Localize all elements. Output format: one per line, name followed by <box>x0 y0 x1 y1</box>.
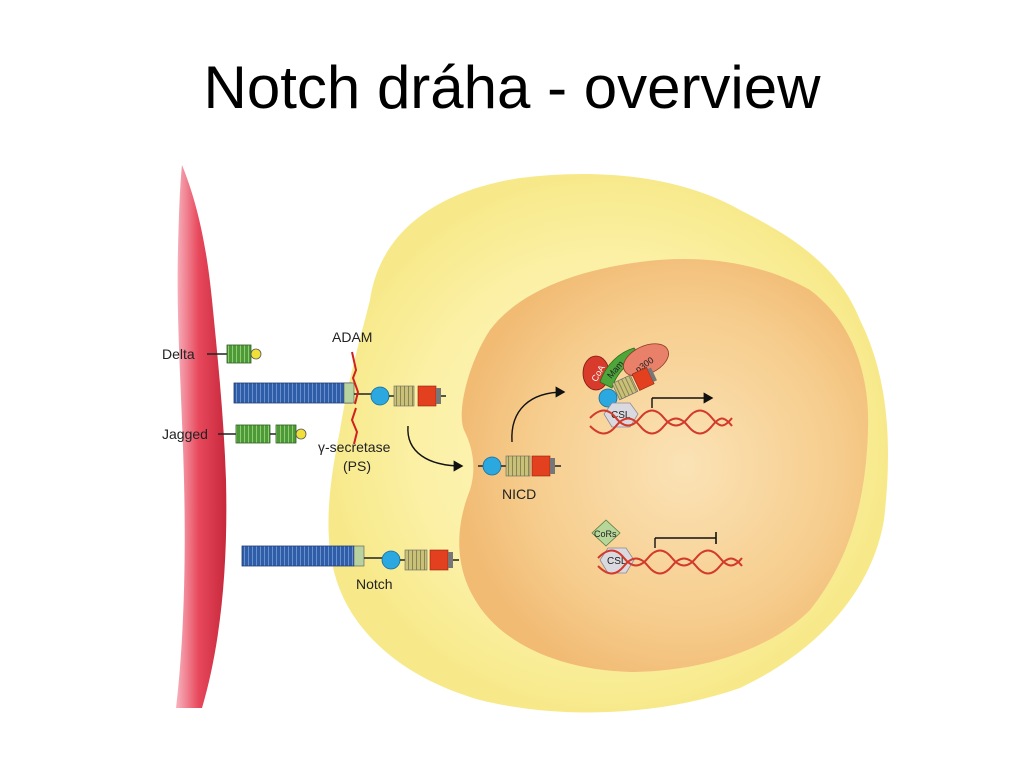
release-arrow <box>407 425 464 472</box>
notch-pest-bound <box>436 388 441 404</box>
adam-label: ADAM <box>332 329 372 345</box>
notch-ecd-bound <box>233 382 353 404</box>
gamma-secretase-cleavage-mark <box>350 407 359 445</box>
dna-repressed <box>597 549 743 575</box>
ram-in-complex <box>598 388 618 408</box>
delta-label: Delta <box>162 346 195 362</box>
jagged-dsl-domain <box>295 428 307 440</box>
nicd-tad <box>531 455 551 477</box>
gamma-secretase-label: γ-secretase <box>318 439 391 455</box>
csl-active-label: CSL <box>611 410 631 421</box>
csl-active <box>603 402 639 428</box>
notch-nrr-free <box>353 545 365 567</box>
cors-corepressor <box>591 519 621 547</box>
notch-nrr-bound <box>343 382 355 404</box>
notch-ram-bound <box>370 386 390 406</box>
notch-ank-free <box>404 549 428 571</box>
dna-active <box>589 409 733 435</box>
csl-repressed <box>599 547 635 574</box>
notch-ecd-free <box>241 545 355 567</box>
slide-title: Notch dráha - overview <box>203 54 821 121</box>
cors-label: CoRs <box>594 529 617 539</box>
adam-cleavage-mark <box>351 351 360 405</box>
jagged-egf-block-1 <box>235 424 271 444</box>
jagged-egf-block-2 <box>275 424 297 444</box>
nicd-pest <box>550 458 555 474</box>
notch-ank-bound <box>393 385 415 407</box>
delta-dsl-domain <box>250 348 262 360</box>
notch-label: Notch <box>356 576 393 592</box>
delta-egf-block <box>226 344 252 364</box>
notch-tad-free <box>429 549 449 571</box>
notch-pest-free <box>448 552 453 568</box>
nicd-ank <box>505 455 531 477</box>
ps-label: (PS) <box>343 458 371 474</box>
signal-sending-cell <box>176 165 227 708</box>
nicd-in-complex <box>611 367 657 401</box>
nucleus <box>459 259 869 672</box>
csl-repressed-label: CSL <box>607 556 627 567</box>
notch-tad-bound <box>417 385 437 407</box>
nicd-label: NICD <box>502 486 536 502</box>
nuclear-translocation-arrow <box>511 386 566 443</box>
nicd-ram <box>482 456 502 476</box>
notch-ram-free <box>381 550 401 570</box>
jagged-label: Jagged <box>162 426 208 442</box>
